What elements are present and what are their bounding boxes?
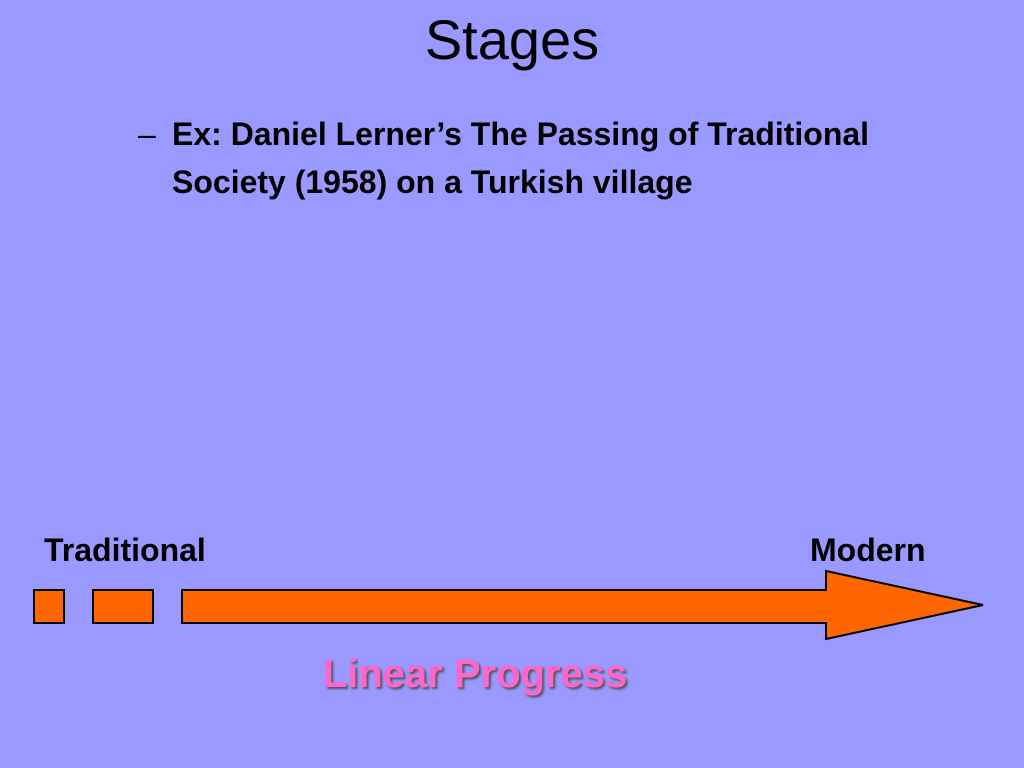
slide-title: Stages — [424, 8, 600, 71]
bullet-dash: – — [138, 116, 156, 152]
progress-arrow-diagram — [33, 569, 984, 641]
progress-arrow — [181, 569, 984, 641]
bullet-point: – Ex: Daniel Lerner’s The Passing of Tra… — [138, 110, 938, 206]
traditional-label: Traditional — [44, 532, 206, 568]
dash-segment-2 — [92, 589, 154, 624]
linear-progress-caption: Linear Progress — [322, 652, 628, 696]
modern-label: Modern — [810, 532, 926, 568]
dash-segment-1 — [33, 589, 65, 624]
bullet-text: Ex: Daniel Lerner’s The Passing of Tradi… — [172, 116, 870, 200]
